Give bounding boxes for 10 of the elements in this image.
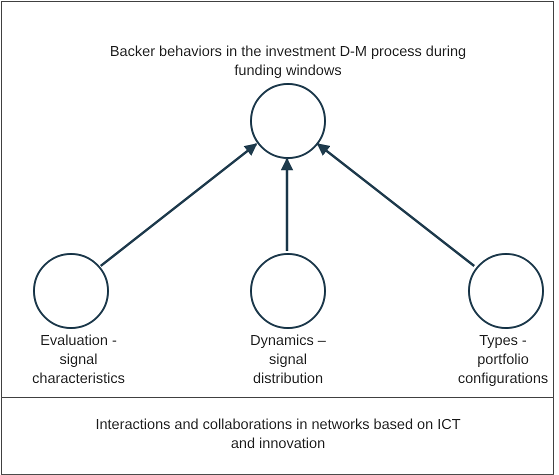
circle-label: Evaluation - signal characteristics	[31, 332, 126, 389]
heading-text: Backer behaviors in the investment D-M process during funding windows	[108, 43, 468, 81]
arrow	[316, 143, 476, 267]
circle-label: Dynamics – signal distribution	[249, 332, 327, 389]
frame-box	[1, 1, 554, 398]
circle-label: Types - portfolio configurations	[456, 332, 550, 389]
arrow	[280, 158, 294, 251]
band-text: Interactions and collaborations in networks based on ICT and innovation	[94, 416, 462, 454]
arrow	[100, 143, 258, 267]
bottom-band	[1, 397, 554, 475]
